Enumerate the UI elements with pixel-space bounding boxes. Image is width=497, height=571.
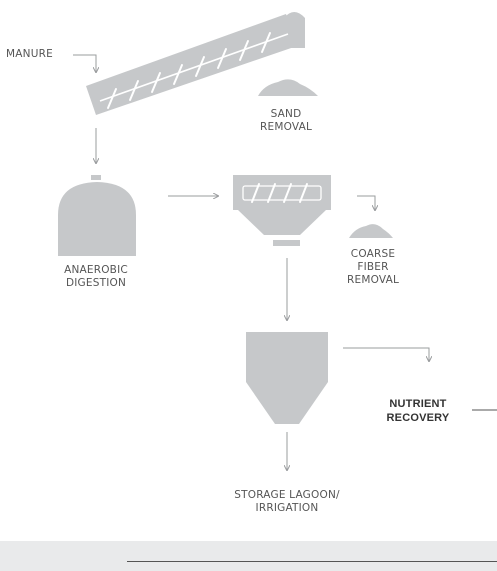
storage-line-1: STORAGE LAGOON/ <box>234 489 340 501</box>
sand-pile-icon <box>258 79 318 96</box>
anaerobic-line-2: DIGESTION <box>65 277 127 289</box>
coarse-line-1: COARSE <box>350 248 396 260</box>
anaerobic-digestion-label: ANAEROBIC DIGESTION <box>46 264 146 290</box>
footer-rule <box>127 561 497 562</box>
coarse-line-2: FIBER <box>357 261 389 273</box>
coarse-fiber-arrow <box>357 195 375 210</box>
storage-line-2: IRRIGATION <box>255 502 319 514</box>
nutrient-recovery-label: NUTRIENT RECOVERY <box>378 397 458 425</box>
manure-arrow <box>73 54 96 72</box>
sand-removal-line-2: REMOVAL <box>259 121 312 133</box>
storage-tank-icon <box>246 332 328 424</box>
sand-removal-line-1: SAND <box>270 108 302 120</box>
footer-band <box>0 541 497 571</box>
coarse-line-3: REMOVAL <box>346 274 399 286</box>
sand-removal-label: SAND REMOVAL <box>246 108 326 134</box>
screw-conveyor-icon <box>86 12 305 115</box>
fiber-pile-icon <box>349 224 393 238</box>
manure-label: MANURE <box>6 48 53 60</box>
nutrient-recovery-arrow <box>343 347 429 361</box>
nutrient-line-1: NUTRIENT <box>389 398 447 410</box>
anaerobic-line-1: ANAEROBIC <box>64 264 128 276</box>
nutrient-line-2: RECOVERY <box>386 412 450 424</box>
anaerobic-digester-icon <box>58 175 136 256</box>
screw-separator-icon <box>233 175 331 246</box>
storage-lagoon-label: STORAGE LAGOON/ IRRIGATION <box>207 489 367 515</box>
coarse-fiber-removal-label: COARSE FIBER REMOVAL <box>335 248 411 287</box>
